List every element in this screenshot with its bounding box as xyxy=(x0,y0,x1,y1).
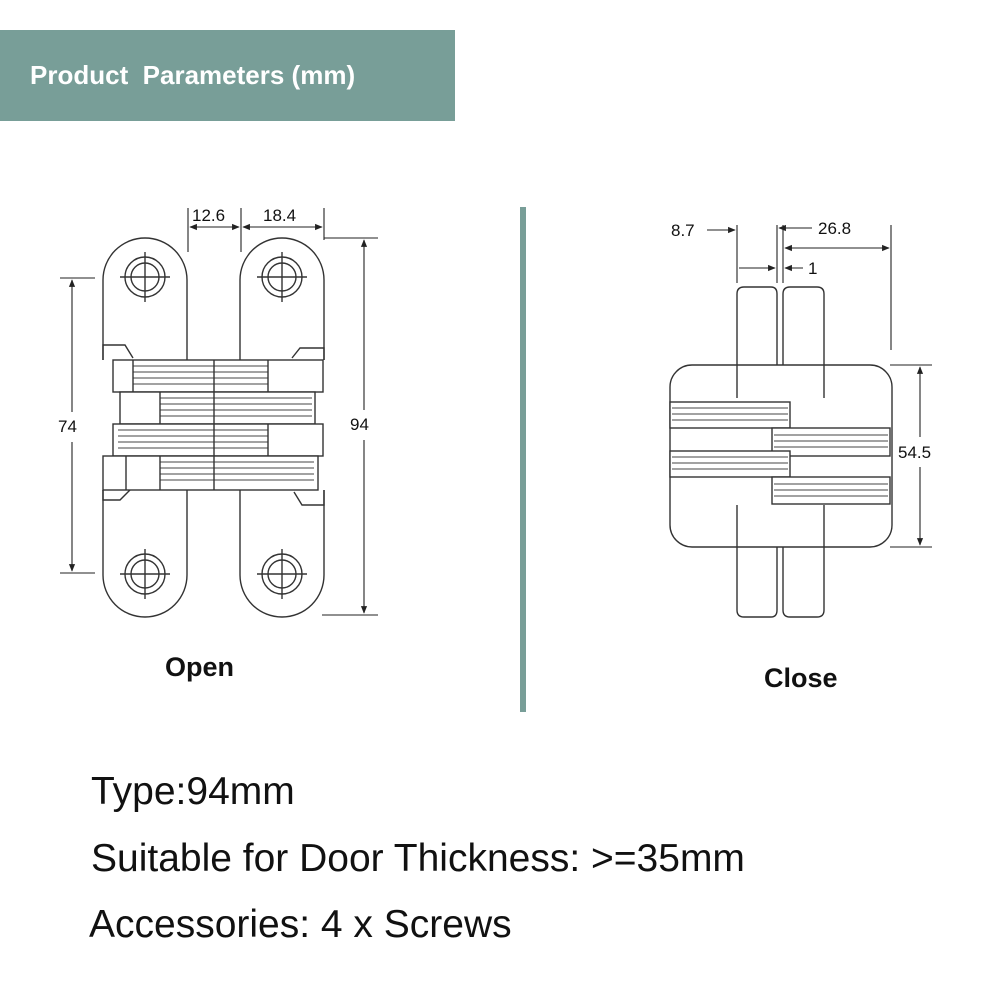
open-link-bars xyxy=(102,359,324,491)
open-dimension-lines xyxy=(60,208,378,616)
dim-gap: 1 xyxy=(808,259,817,278)
close-dimension-lines xyxy=(707,224,932,548)
dim-body-height: 54.5 xyxy=(898,443,931,462)
header-title: Product Parameters (mm) xyxy=(30,60,356,90)
close-right-leaf xyxy=(782,286,825,370)
header-banner: Product Parameters (mm) xyxy=(0,30,455,121)
dim-leaf: 8.7 xyxy=(671,221,695,240)
spec-door-thickness: Suitable for Door Thickness: >=35mm xyxy=(91,837,745,880)
spec-type: Type:94mm xyxy=(91,770,295,813)
dim-total-height: 94 xyxy=(350,415,369,434)
view-divider xyxy=(520,207,526,712)
close-caption: Close xyxy=(764,663,838,693)
open-hinge: 12.6 18.4 74 94 xyxy=(58,206,378,618)
dim-depth: 26.8 xyxy=(818,219,851,238)
dim-left-width: 12.6 xyxy=(192,206,225,225)
dim-right-width: 18.4 xyxy=(263,206,296,225)
open-screw-holes xyxy=(120,252,307,599)
close-left-leaf xyxy=(736,286,778,370)
closed-hinge: 8.7 26.8 1 54.5 xyxy=(669,219,932,618)
open-caption: Open xyxy=(165,652,235,682)
spec-accessories: Accessories: 4 x Screws xyxy=(89,903,512,946)
dim-hinge-height: 74 xyxy=(58,417,77,436)
